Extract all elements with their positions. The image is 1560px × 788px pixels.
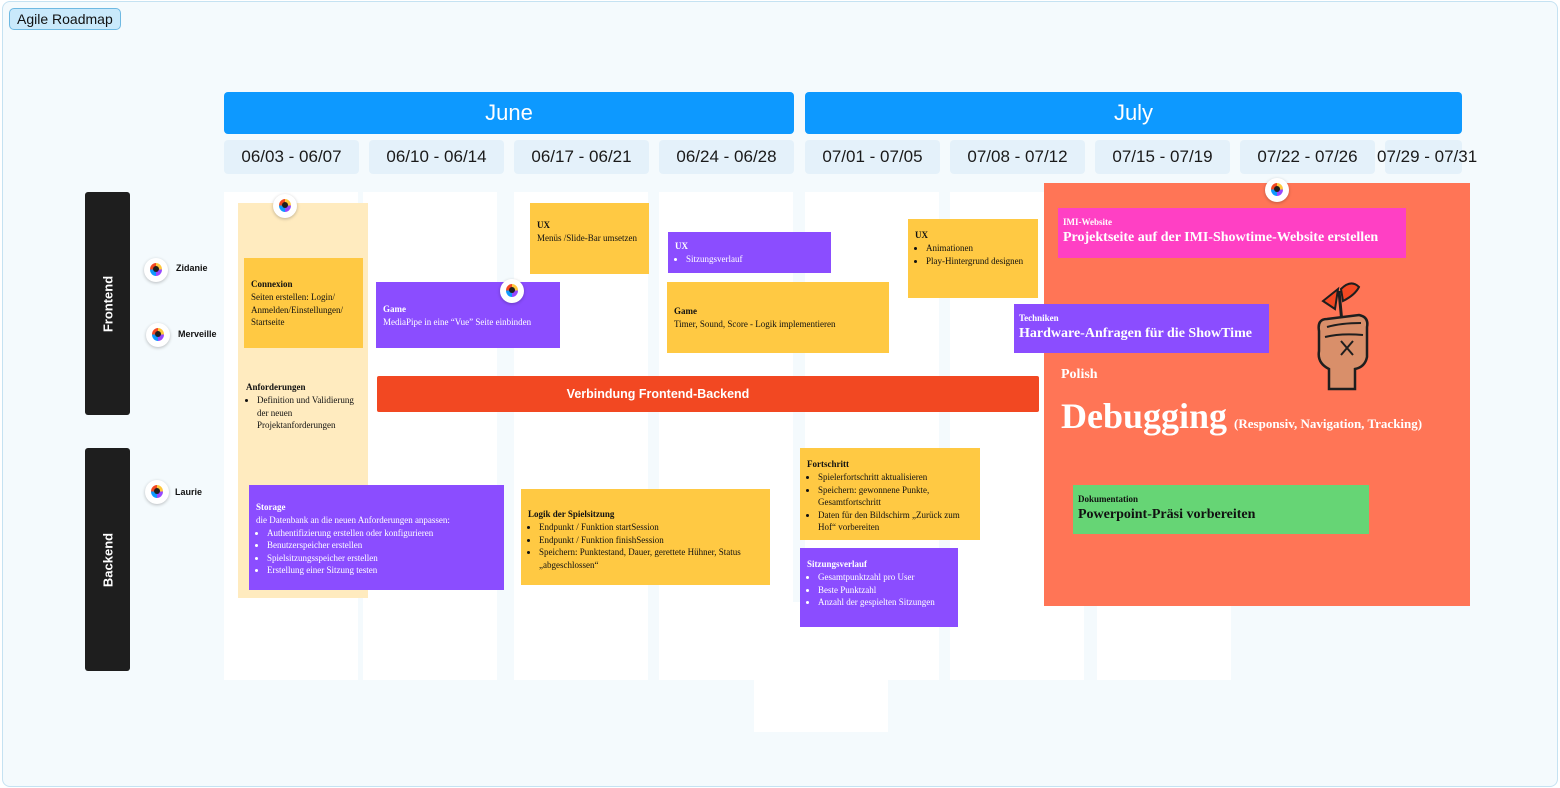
week-column [659, 192, 793, 680]
sticky-note-imi-website[interactable]: IMI-Website Projektseite auf der IMI-Sho… [1058, 208, 1406, 258]
week-header[interactable]: 06/10 - 06/14 [369, 140, 504, 174]
list-item: Endpunkt / Funktion startSession [539, 521, 763, 533]
lane-label: Frontend [100, 275, 115, 332]
note-body: MediaPipe in eine “Vue” Seite einbinden [383, 317, 532, 328]
week-header[interactable]: 06/24 - 06/28 [659, 140, 794, 174]
polish-headline: Debugging [1061, 396, 1228, 436]
avatar-icon[interactable] [145, 480, 169, 504]
list-item: Spielerfortschritt aktualisieren [818, 471, 973, 483]
sticky-note-ux-menus[interactable]: UX Menüs /Slide-Bar umsetzen [530, 203, 649, 274]
list-item: Erstellung einer Sitzung testen [267, 564, 497, 576]
avatar-icon[interactable] [146, 323, 170, 347]
week-column [363, 192, 497, 680]
note-body: Seiten erstellen: Login/ Anmelden/Einste… [251, 292, 343, 328]
list-item: Definition und Validierung der neuen Pro… [257, 394, 360, 431]
list-item: Speichern: gewonnene Punkte, Gesamtforts… [818, 484, 973, 509]
text-anforderungen[interactable]: Anforderungen Definition und Validierung… [240, 376, 366, 440]
week-header[interactable]: 07/01 - 07/05 [805, 140, 940, 174]
week-header[interactable]: 07/15 - 07/19 [1095, 140, 1230, 174]
note-body: Hardware-Anfragen für die ShowTime [1019, 326, 1252, 342]
lane-frontend[interactable]: Frontend [85, 192, 130, 415]
week-header[interactable]: 07/22 - 07/26 [1240, 140, 1375, 174]
list-item: Play-Hintergrund designen [926, 255, 1031, 267]
polish-label: Polish [1061, 367, 1098, 382]
list-item: Endpunkt / Funktion finishSession [539, 534, 763, 546]
note-title: Game [674, 306, 697, 316]
sticky-note-storage[interactable]: Storage die Datenbank an die neuen Anfor… [249, 485, 504, 590]
sticky-note-fortschritt[interactable]: Fortschritt Spielerfortschritt aktualisi… [800, 448, 980, 540]
person-name: Laurie [175, 487, 203, 497]
sticky-note-ux-animationen[interactable]: UX Animationen Play-Hintergrund designen [908, 219, 1038, 298]
sticky-note-techniken[interactable]: Techniken Hardware-Anfragen für die Show… [1014, 304, 1269, 353]
person-name: Merveille [178, 329, 217, 339]
sticky-note-logik[interactable]: Logik der Spielsitzung Endpunkt / Funkti… [521, 489, 770, 585]
polish-subline: (Responsiv, Navigation, Tracking) [1234, 416, 1423, 431]
week-header[interactable]: 06/03 - 06/07 [224, 140, 359, 174]
note-title: UX [915, 230, 928, 240]
list-item: Daten für den Bildschirm „Zurück zum Hof… [818, 509, 973, 534]
note-title: Fortschritt [807, 459, 849, 469]
avatar-icon[interactable] [1265, 178, 1289, 202]
note-title: Game [383, 304, 406, 314]
list-item: Sitzungsverlauf [686, 253, 824, 265]
list-item: Speichern: Punktestand, Dauer, gerettete… [539, 546, 763, 571]
note-title: Techniken [1019, 313, 1059, 323]
note-body: Menüs /Slide-Bar umsetzen [537, 233, 637, 244]
avatar-icon[interactable] [144, 258, 168, 282]
list-item: Anzahl der gespielten Sitzungen [818, 596, 951, 608]
list-item: Animationen [926, 242, 1031, 254]
list-item: Spielsitzungsspeicher erstellen [267, 552, 497, 564]
sticky-note-game-timer[interactable]: Game Timer, Sound, Score - Logik impleme… [667, 282, 889, 353]
hand-flag-icon [1317, 282, 1369, 391]
week-header[interactable]: 07/29 - 07/31 [1377, 140, 1477, 174]
sticky-note-sitzungsverlauf[interactable]: Sitzungsverlauf Gesamtpunktzahl pro User… [800, 548, 958, 627]
lane-backend[interactable]: Backend [85, 448, 130, 671]
note-title: Storage [256, 502, 286, 512]
frame-label[interactable]: Agile Roadmap [9, 8, 121, 30]
month-header-july[interactable]: July [805, 92, 1462, 134]
list-item: Beste Punktzahl [818, 584, 951, 596]
avatar-icon[interactable] [500, 279, 524, 303]
note-title: IMI-Website [1063, 217, 1112, 227]
week-header[interactable]: 06/17 - 06/21 [514, 140, 649, 174]
avatar-icon[interactable] [273, 194, 297, 218]
note-title: Logik der Spielsitzung [528, 509, 615, 519]
list-item: Authentifizierung erstellen oder konfigu… [267, 527, 497, 539]
list-item: Gesamtpunktzahl pro User [818, 571, 951, 583]
note-body: Timer, Sound, Score - Logik implementier… [674, 319, 836, 330]
note-title: Anforderungen [246, 382, 306, 392]
banner-verbindung[interactable]: Verbindung Frontend-Backend [377, 376, 1039, 412]
sticky-note-ux-sitzungsverlauf[interactable]: UX Sitzungsverlauf [668, 232, 831, 273]
note-title: UX [675, 241, 688, 251]
sticky-note-connexion[interactable]: Connexion Seiten erstellen: Login/ Anmel… [244, 258, 363, 348]
note-title: Dokumentation [1078, 494, 1139, 504]
week-header[interactable]: 07/08 - 07/12 [950, 140, 1085, 174]
list-item: Benutzerspeicher erstellen [267, 539, 497, 551]
polish-headline-group[interactable]: Debugging (Responsiv, Navigation, Tracki… [1061, 395, 1422, 437]
note-body: Projektseite auf der IMI-Showtime-Websit… [1063, 230, 1379, 246]
note-title: UX [537, 220, 550, 230]
note-body: Powerpoint-Präsi vorbereiten [1078, 507, 1256, 523]
note-body: die Datenbank an die neuen Anforderungen… [256, 515, 450, 526]
note-title: Connexion [251, 279, 293, 289]
note-title: Sitzungsverlauf [807, 559, 868, 569]
person-name: Zidanie [176, 263, 208, 273]
sticky-note-dokumentation[interactable]: Dokumentation Powerpoint-Präsi vorbereit… [1073, 485, 1369, 534]
month-header-june[interactable]: June [224, 92, 794, 134]
sticky-note-game-mediapipe[interactable]: Game MediaPipe in eine “Vue” Seite einbi… [376, 282, 560, 348]
lane-label: Backend [100, 532, 115, 587]
